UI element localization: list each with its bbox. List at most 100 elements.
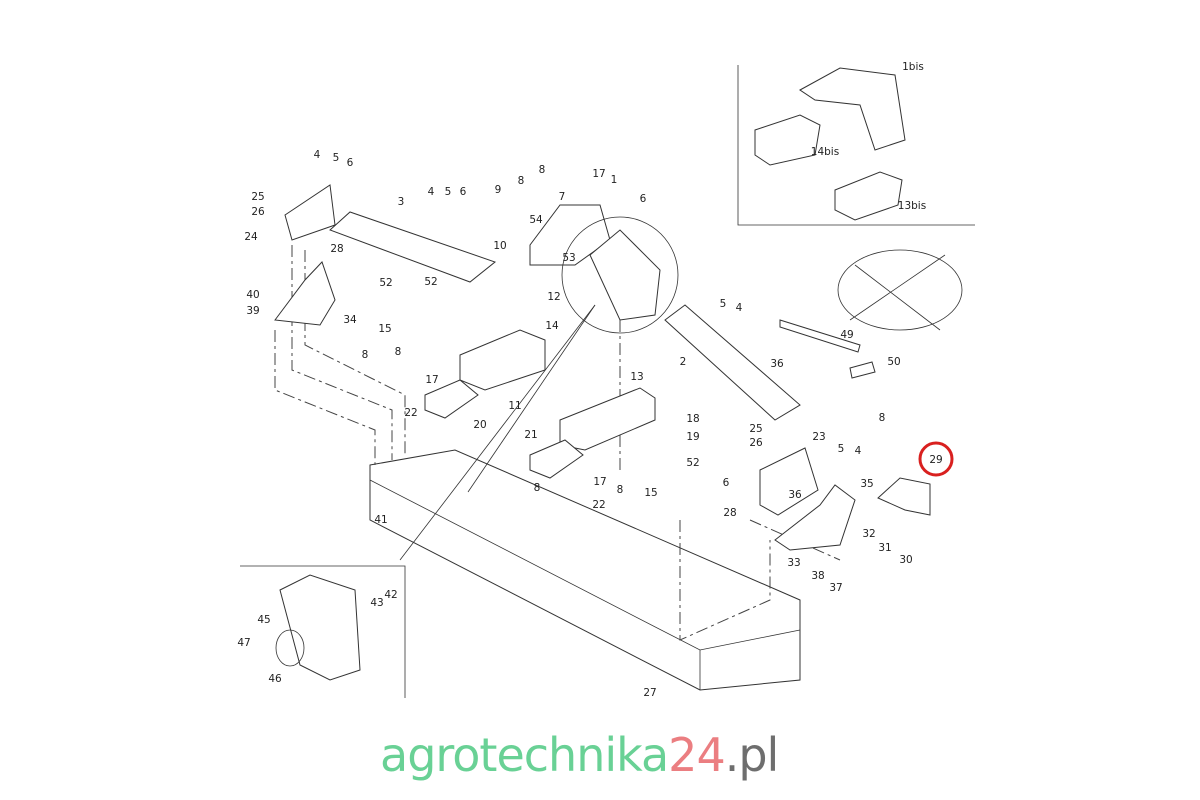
crossed-out-detail [837,249,963,331]
callout-part-8: 8 [395,346,402,358]
inset-callout-part-46: 46 [268,673,282,685]
callout-part-23: 23 [812,431,825,443]
callout-part-2: 2 [680,356,687,368]
bracket-1bis [799,67,906,151]
callout-part-17: 17 [593,476,606,488]
callout-part-36: 36 [770,358,784,370]
callout-part-5: 5 [838,443,845,455]
watermark-brand: agrotechnika [380,728,669,782]
callout-part-22: 22 [404,407,417,419]
callout-part-52: 52 [686,457,699,469]
inset-callout-part-42: 42 [384,589,397,601]
callout-part-21: 21 [524,429,537,441]
callout-part-5: 5 [333,152,340,164]
bracket-23 [759,447,819,516]
callout-part-6: 6 [347,157,354,169]
highlight-circle-part-29 [918,441,954,477]
callout-part-53: 53 [562,252,575,264]
callout-part-8: 8 [362,349,369,361]
watermark-number: 24 [668,728,726,782]
cover-plate-inset [279,574,361,681]
callout-part-9: 9 [495,184,502,196]
callout-part-5: 5 [445,186,452,198]
callout-part-8: 8 [879,412,886,424]
callout-part-6: 6 [723,477,730,489]
callout-part-29-highlighted: 29 [929,454,942,466]
callout-part-25: 25 [251,191,264,203]
callout-part-4: 4 [855,445,862,457]
callout-part-52: 52 [424,276,437,288]
callout-part-28: 28 [330,243,343,255]
callout-part-34: 34 [343,314,357,326]
bracket-24 [284,184,336,241]
inset-callout-part-45: 45 [257,614,270,626]
callout-part-36: 36 [788,489,802,501]
plate-34 [274,261,336,326]
callout-part-7: 7 [559,191,566,203]
support-13 [559,387,656,451]
callout-part-32: 32 [862,528,875,540]
support-14 [459,329,546,391]
callout-part-26: 26 [251,206,265,218]
callout-part-12: 12 [547,291,560,303]
callout-part-41: 41 [374,514,387,526]
callout-part-37: 37 [829,582,842,594]
inset-callout-part-1bis: 1bis [902,61,924,73]
support-14bis [754,114,821,166]
support-13bis [834,171,903,221]
cross-beam-2 [664,304,801,421]
callout-part-4: 4 [428,186,435,198]
detail-magnifier-circle [561,216,679,334]
callout-part-6: 6 [460,186,467,198]
callout-part-40: 40 [246,289,259,301]
callout-part-49: 49 [840,329,853,341]
inset-callout-part-14bis: 14bis [811,146,839,158]
callout-part-20: 20 [473,419,486,431]
callout-part-50: 50 [887,356,900,368]
callout-part-8: 8 [534,482,541,494]
inset-top-right-labels: 1bis 14bis 13bis [811,61,926,212]
callout-part-26: 26 [749,437,763,449]
callout-part-22: 22 [592,499,605,511]
callout-part-30: 30 [899,554,912,566]
callout-part-5: 5 [720,298,727,310]
rod-49 [779,319,861,353]
callout-part-14: 14 [545,320,559,332]
watermark-tld: .pl [724,728,780,782]
callout-part-11: 11 [508,400,521,412]
callout-part-3: 3 [398,196,405,208]
callout-part-52: 52 [379,277,392,289]
callout-part-17: 17 [592,168,605,180]
callout-part-4: 4 [736,302,743,314]
main-chassis-frame [369,449,801,691]
inset-frame-top-right [737,65,975,226]
callout-part-54: 54 [529,214,543,226]
callout-part-10: 10 [493,240,506,252]
callout-part-15: 15 [378,323,391,335]
callout-part-39: 39 [246,305,259,317]
inset-callout-part-13bis: 13bis [898,200,926,212]
callout-part-8: 8 [617,484,624,496]
callout-part-19: 19 [686,431,699,443]
inset-callout-part-47: 47 [237,637,250,649]
callout-part-18: 18 [686,413,699,425]
callout-part-13: 13 [630,371,643,383]
inset-frame-bottom-left [240,565,406,698]
callout-part-24: 24 [244,231,258,243]
pad-20 [424,379,479,419]
callout-part-8: 8 [518,175,525,187]
plate-33 [774,484,856,551]
callout-part-17: 17 [425,374,438,386]
bracket-29 [877,477,931,516]
pad-21 [529,439,584,479]
callout-part-31: 31 [878,542,891,554]
callout-part-1: 1 [611,174,618,186]
pad-50 [849,361,876,379]
callout-part-25: 25 [749,423,762,435]
callout-part-28: 28 [723,507,736,519]
callout-part-38: 38 [811,570,824,582]
